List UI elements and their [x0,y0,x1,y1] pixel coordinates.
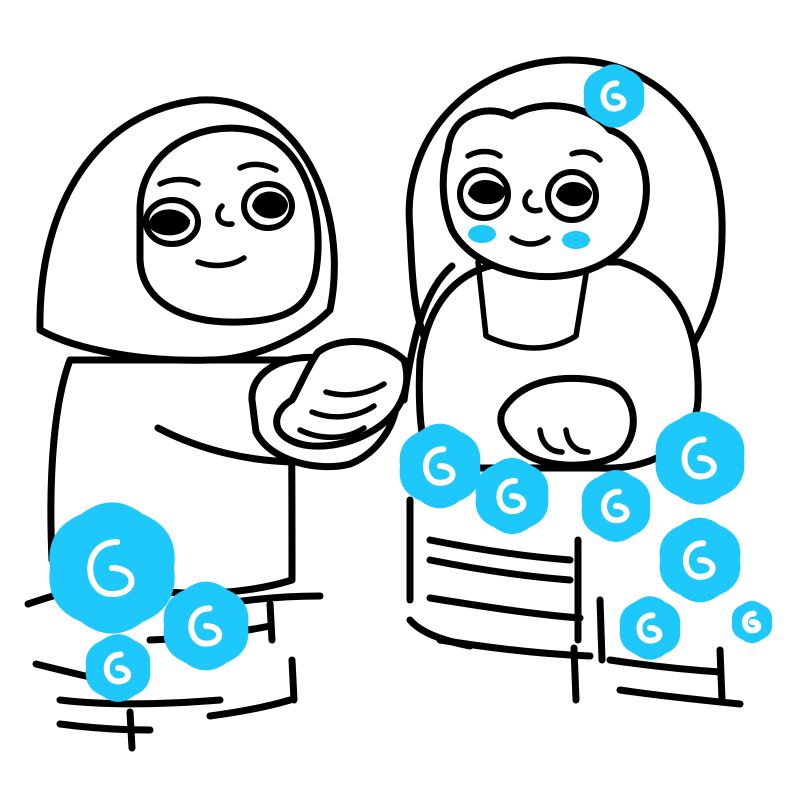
right-person-resting-hand [497,374,637,469]
flower-swirl-8 [681,436,717,480]
left-person-nose [215,203,235,227]
flower-swirl-3 [103,651,131,685]
right-person-cheek-right [562,231,590,249]
left-person-pupil-left [148,209,191,236]
flower-swirl-10 [636,612,663,644]
right-person-shaking-fingers [297,381,387,440]
flower-swirl-7 [601,488,630,524]
right-person-brow-left [465,148,503,159]
right-person-pupil-right [556,181,592,207]
right-crate [406,496,744,708]
flower-swirl-9 [683,540,716,580]
flowers [49,64,773,702]
right-person-mouth [509,235,551,247]
left-person-mouth [195,255,247,269]
left-person-pupil-right [252,191,288,219]
flower-swirl-11 [741,610,762,634]
left-person-brow-left [157,176,201,187]
flower-swirl-1 [87,538,135,598]
right-person-brow-right [569,149,603,163]
right-person-cheek-left [468,225,496,243]
right-person-overall-strap [475,259,591,351]
right-person-nose [522,189,543,214]
flower-swirl-5 [423,446,456,486]
flower-swirl-2 [188,605,223,647]
left-person-arm [154,424,304,466]
flower-swirl-4 [600,80,627,112]
flower-swirl-6 [496,477,527,515]
right-person [273,56,726,472]
right-person-finger-lines [537,427,591,455]
left-person-brow-right [237,161,279,173]
right-person-pupil-left [468,179,506,205]
